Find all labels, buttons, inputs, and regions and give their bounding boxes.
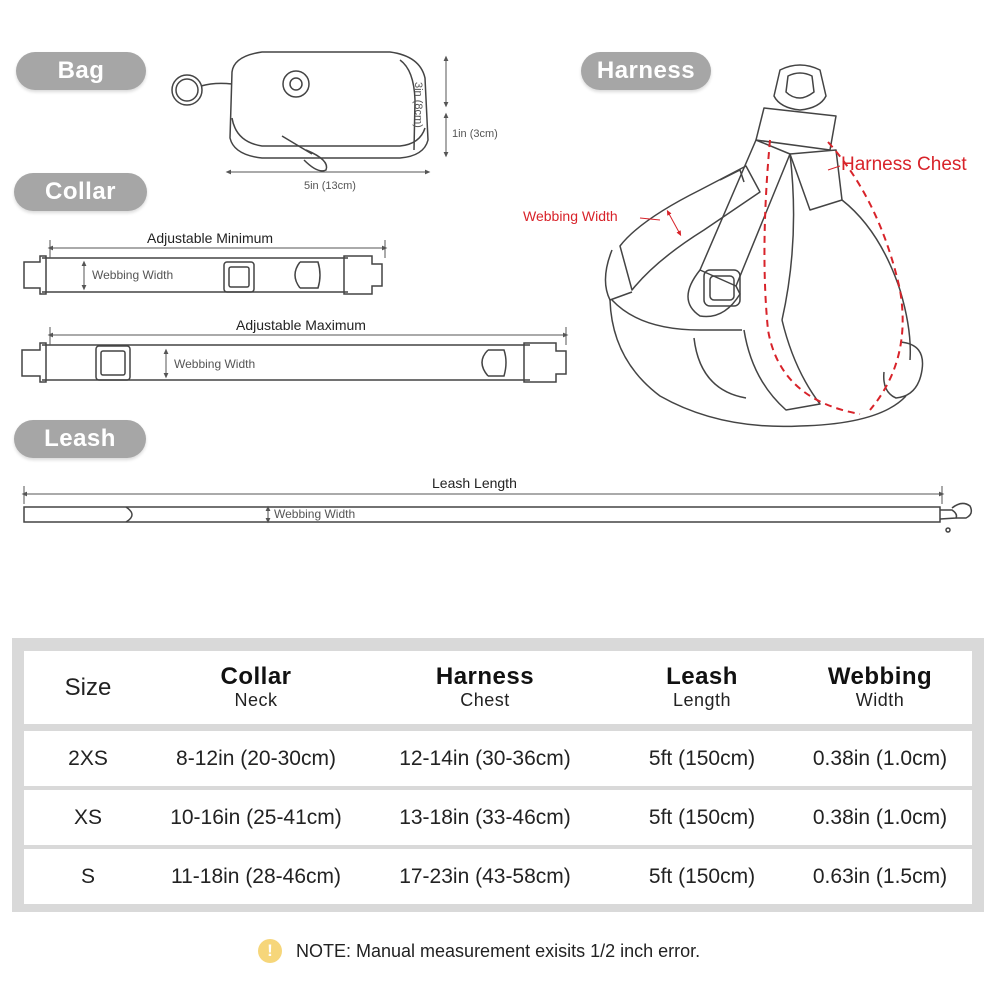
cell-harness: 12-14in (30-36cm) xyxy=(399,746,571,770)
table-row: S 11-18in (28-46cm) 17-23in (43-58cm) 5f… xyxy=(24,849,972,904)
header-harness: Harness Chest xyxy=(370,651,600,724)
bag-dimension-lines xyxy=(225,55,449,175)
table-row: XS 10-16in (25-41cm) 13-18in (33-46cm) 5… xyxy=(24,790,972,845)
harness-chest-measure xyxy=(763,139,904,415)
collar-section-label: Collar xyxy=(14,173,147,211)
header-webbing: Webbing Width xyxy=(794,651,966,724)
collar-min-webbing-label: Webbing Width xyxy=(92,268,174,282)
cell-leash: 5ft (150cm) xyxy=(648,864,756,888)
harness-callouts xyxy=(639,165,841,237)
cell-collar: 8-12in (20-30cm) xyxy=(176,746,336,770)
header-harness-main: Harness xyxy=(435,662,535,690)
cell-harness: 13-18in (33-46cm) xyxy=(399,805,571,829)
header-collar: Collar Neck xyxy=(152,651,360,724)
collar-max-drawing xyxy=(21,342,567,383)
leash-length-label: Leash Length xyxy=(432,475,517,491)
leash-drawing xyxy=(23,502,973,533)
leash-section-label: Leash xyxy=(14,420,146,458)
cell-collar: 10-16in (25-41cm) xyxy=(170,805,342,829)
cell-harness: 17-23in (43-58cm) xyxy=(399,864,571,888)
cell-leash: 5ft (150cm) xyxy=(648,805,756,829)
bag-height-label: 3in (8cm) xyxy=(412,82,424,128)
header-collar-sub: Neck xyxy=(234,689,278,710)
cell-collar: 11-18in (28-46cm) xyxy=(170,864,342,888)
note-text: NOTE: Manual measurement exisits 1/2 inc… xyxy=(296,940,701,961)
collar-max-webbing-label: Webbing Width xyxy=(174,357,256,371)
header-size-label: Size xyxy=(64,673,112,701)
cell-leash: 5ft (150cm) xyxy=(648,746,756,770)
header-leash: Leash Length xyxy=(610,651,794,724)
header-collar-main: Collar xyxy=(220,662,292,690)
leash-webbing-label: Webbing Width xyxy=(274,507,356,521)
harness-section-label: Harness xyxy=(581,52,711,90)
cell-webbing: 0.63in (1.5cm) xyxy=(812,864,948,888)
cell-size: 2XS xyxy=(68,746,108,770)
product-diagram xyxy=(21,51,973,533)
cell-webbing: 0.38in (1.0cm) xyxy=(812,746,948,770)
leash-dimension xyxy=(21,486,945,524)
adjustable-maximum-label: Adjustable Maximum xyxy=(236,317,366,333)
header-webbing-main: Webbing xyxy=(827,662,933,690)
collar-min-drawing xyxy=(23,255,383,295)
collar-min-dimension xyxy=(47,240,388,291)
bag-depth-label: 1in (3cm) xyxy=(452,128,498,140)
cell-webbing: 0.38in (1.0cm) xyxy=(812,805,948,829)
bag-section-label: Bag xyxy=(16,52,146,90)
exclamation-icon: ! xyxy=(258,939,282,963)
header-webbing-sub: Width xyxy=(855,689,905,710)
header-leash-sub: Length xyxy=(672,689,732,710)
harness-chest-label: Harness Chest xyxy=(841,154,967,175)
collar-max-dimension xyxy=(47,327,569,379)
header-size: Size xyxy=(24,651,152,724)
table-row: 2XS 8-12in (20-30cm) 12-14in (30-36cm) 5… xyxy=(24,731,972,786)
header-leash-main: Leash xyxy=(666,662,738,690)
bag-width-label: 5in (13cm) xyxy=(304,180,356,192)
table-header-row: Size Collar Neck Harness Chest Leash Len… xyxy=(24,651,972,724)
header-harness-sub: Chest xyxy=(460,689,510,710)
bag-drawing xyxy=(171,51,429,172)
measurement-note: ! NOTE: Manual measurement exisits 1/2 i… xyxy=(258,936,700,966)
adjustable-minimum-label: Adjustable Minimum xyxy=(147,230,274,246)
harness-drawing xyxy=(604,64,924,428)
cell-size: S xyxy=(80,864,95,888)
cell-size: XS xyxy=(73,805,102,829)
size-table: Size Collar Neck Harness Chest Leash Len… xyxy=(12,638,984,912)
harness-webbing-label: Webbing Width xyxy=(523,208,618,224)
